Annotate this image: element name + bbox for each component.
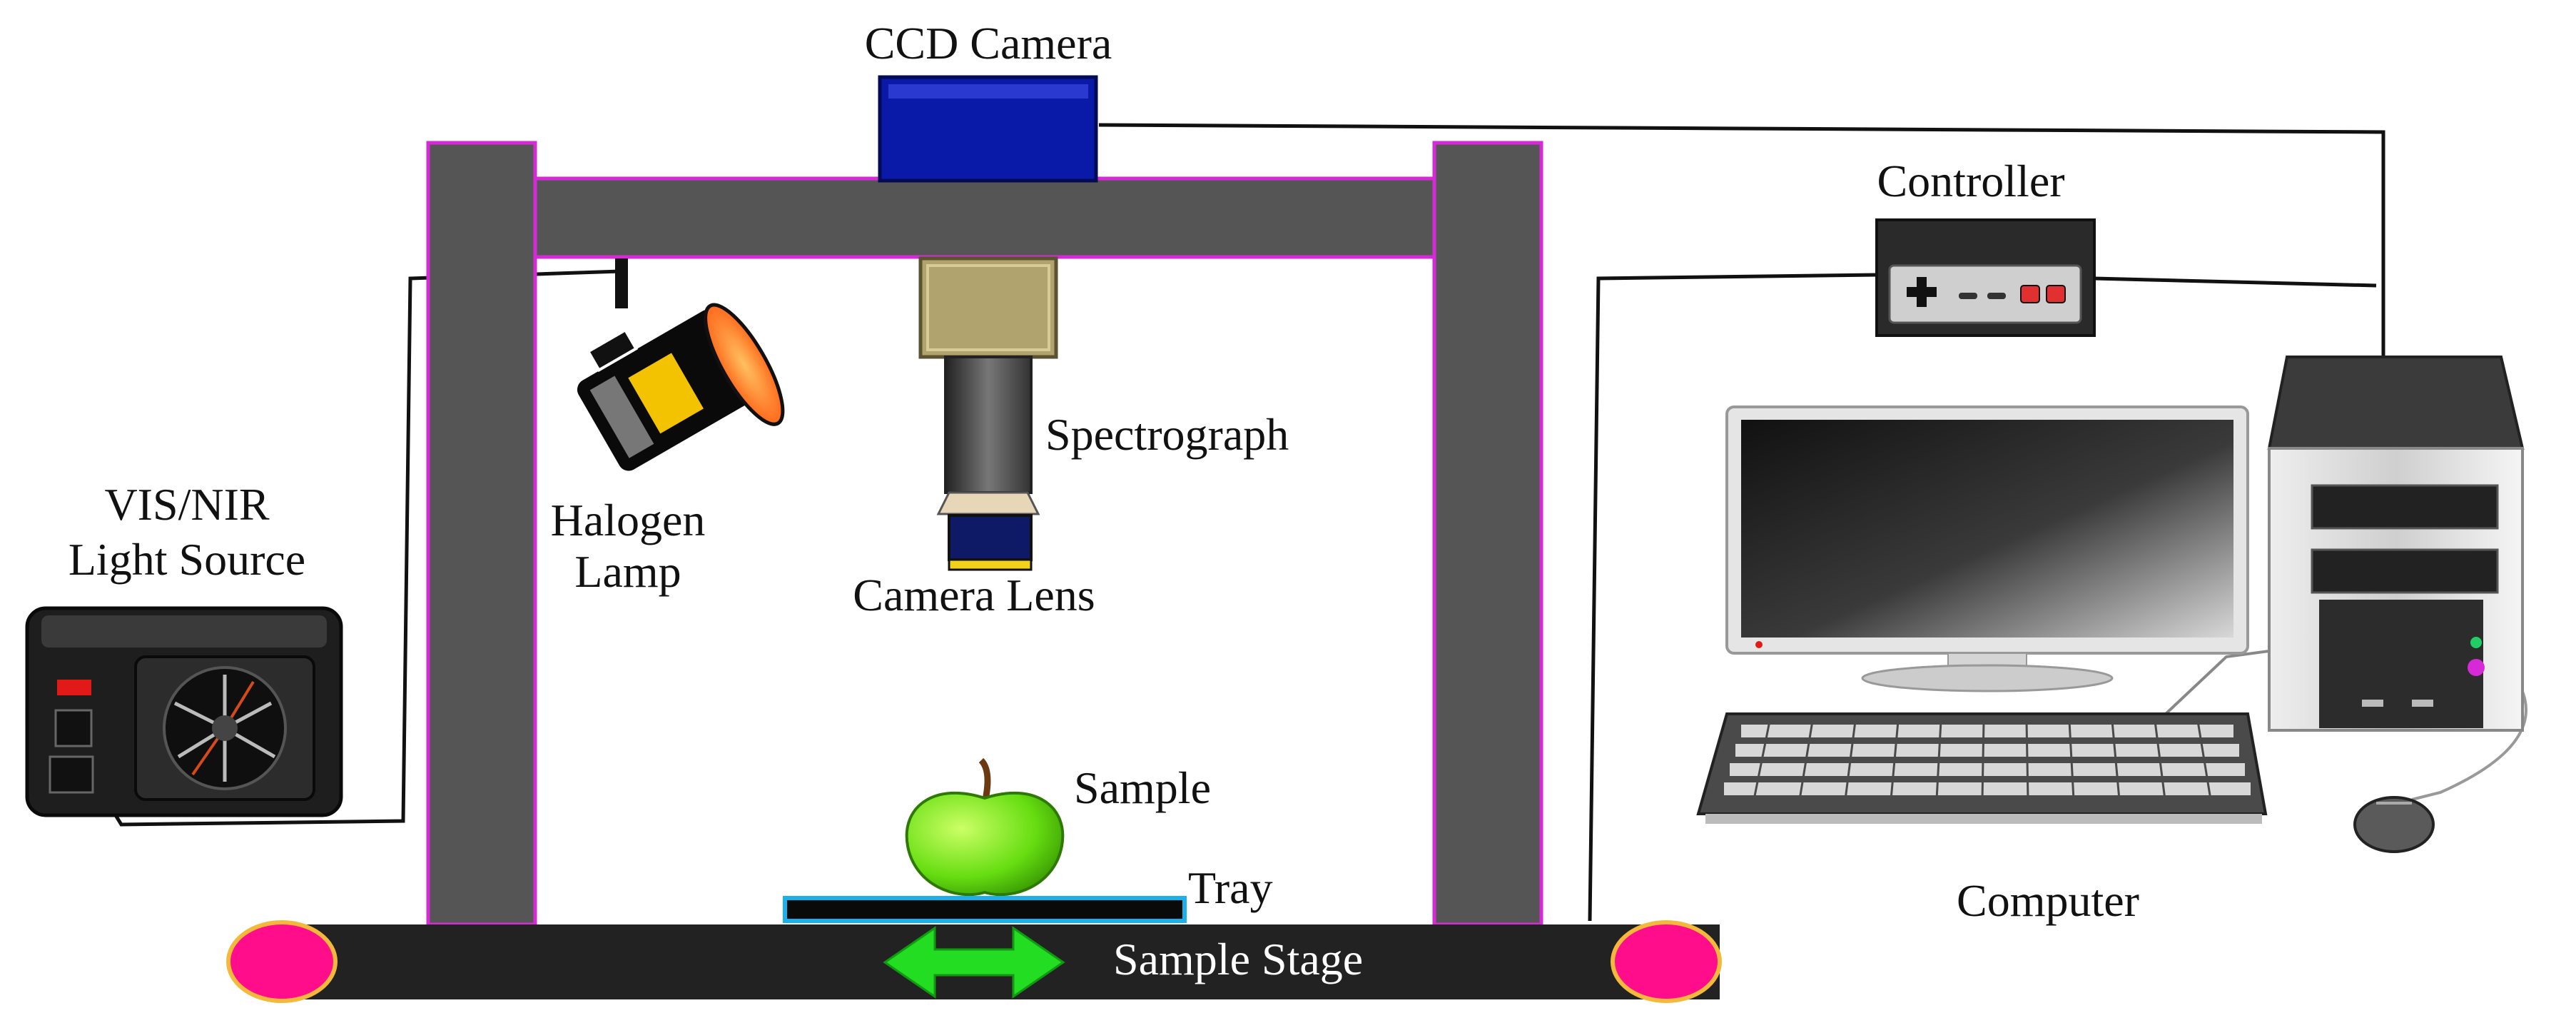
halogen-lamp-label-line1: Halogen <box>551 495 706 545</box>
light-source-top-vent <box>41 615 327 647</box>
output-port-icon <box>49 755 94 794</box>
usb-port-1-icon <box>2362 700 2383 707</box>
spectrograph-tube <box>944 356 1033 494</box>
sample-apple <box>905 757 1065 897</box>
apple-icon <box>905 791 1065 897</box>
camera-lens <box>948 514 1033 571</box>
halogen-lamp-mount <box>615 258 628 308</box>
computer-keyboard <box>1696 712 2268 824</box>
optical-drive-1-icon <box>2311 484 2499 530</box>
ccd-camera-label: CCD Camera <box>865 18 1112 69</box>
spectrograph <box>918 256 1058 515</box>
ccd-camera-highlight <box>888 84 1088 99</box>
spectrograph-body <box>918 256 1058 359</box>
tower-top <box>2267 356 2525 450</box>
controller-label: Controller <box>1877 156 2064 206</box>
tray-label: Tray <box>1188 862 1273 913</box>
halogen-lamp-band <box>589 376 654 458</box>
power-switch-icon <box>57 680 91 695</box>
halogen-lamp-glow <box>704 303 785 426</box>
power-led-icon <box>2470 637 2482 648</box>
dpad-vertical-icon <box>1917 277 1927 307</box>
bidirectional-arrow-icon <box>883 926 1065 999</box>
b-button-icon <box>2020 285 2040 303</box>
usb-port-2-icon <box>2412 700 2433 707</box>
halogen-lamp-bulb <box>628 353 704 434</box>
stage-roller-left <box>226 920 338 1003</box>
halogen-lamp-bracket <box>586 328 639 373</box>
keyboard-cable <box>2164 648 2281 715</box>
a-button-icon <box>2046 285 2066 303</box>
sample-stage-label: Sample Stage <box>1113 934 1363 984</box>
light-source-unit <box>25 606 343 817</box>
controller-cable-left <box>1588 273 1877 922</box>
controller-device <box>1875 218 2096 337</box>
sample-tray <box>783 896 1187 923</box>
start-button-icon <box>1987 293 2006 299</box>
fan-hub <box>212 715 238 741</box>
halogen-lamp-label-line2: Lamp <box>574 546 681 597</box>
optical-drive-2-icon <box>2311 548 2499 594</box>
computer-label: Computer <box>1957 875 2139 926</box>
computer-monitor <box>1725 405 2249 692</box>
halogen-lamp <box>572 258 785 475</box>
frame-left-post <box>426 141 537 927</box>
stage-roller-right <box>1611 920 1722 1003</box>
camera-lens-label: Camera Lens <box>853 570 1095 620</box>
sample-stage <box>226 920 1722 1003</box>
gamepad-icon <box>1888 264 2082 324</box>
computer-tower <box>2267 356 2525 732</box>
frame-right-post <box>1432 141 1543 927</box>
light-source-label-line2: Light Source <box>69 534 305 585</box>
spectrograph-body-bevel <box>926 264 1050 351</box>
imaging-frame <box>426 141 1543 927</box>
sample-label: Sample <box>1074 762 1211 813</box>
power-button-icon <box>2468 659 2485 676</box>
camera-lens-ring <box>948 558 1033 571</box>
monitor-screen <box>1741 420 2233 638</box>
light-source-label-line1: VIS/NIR <box>104 479 269 530</box>
monitor-stand <box>1861 664 2114 692</box>
spectrograph-collar <box>936 491 1040 515</box>
select-button-icon <box>1959 293 1977 299</box>
spectrograph-label: Spectrograph <box>1045 409 1289 460</box>
camera-lens-body <box>948 514 1033 561</box>
frame-top-beam <box>529 176 1440 259</box>
monitor-power-icon <box>1755 641 1763 648</box>
camera-to-computer-cable <box>1098 123 2385 357</box>
tower-front-panel <box>2319 600 2483 728</box>
keyboard-front-edge <box>1705 814 2262 824</box>
keyboard-key-gaps <box>1753 720 2212 800</box>
computer-workstation <box>1696 356 2525 853</box>
mouse-icon <box>2353 796 2435 853</box>
controller-cable-right <box>2094 276 2377 288</box>
power-socket-icon <box>54 709 93 747</box>
